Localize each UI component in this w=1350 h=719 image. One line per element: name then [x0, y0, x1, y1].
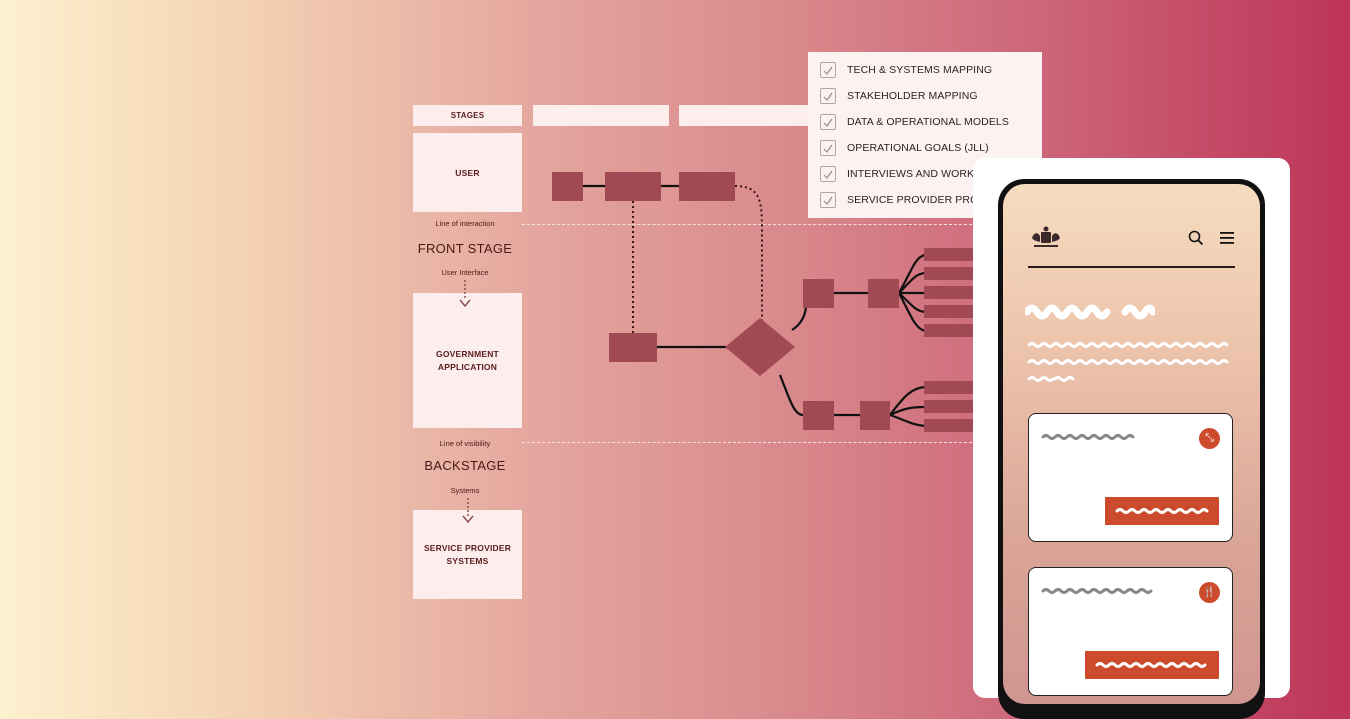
checkmark-icon[interactable] [820, 166, 836, 182]
decision-diamond [725, 318, 795, 376]
line-of-interaction-divider [522, 224, 982, 225]
flow-box [924, 324, 974, 337]
flow-box [924, 286, 974, 299]
card-action-button[interactable] [1085, 651, 1219, 679]
phone-screen: ⤡ 🍴 [1003, 184, 1260, 704]
checklist-item-label: SERVICE PROVIDER PROBLEMS [847, 194, 1015, 206]
down-arrow-icon [459, 280, 471, 308]
line-of-visibility-label: Line of visibility [439, 439, 491, 448]
checkmark-icon[interactable] [820, 192, 836, 208]
checklist-item[interactable]: TECH & SYSTEMS MAPPING [820, 61, 992, 79]
flow-box [860, 401, 890, 430]
flow-box [609, 333, 657, 362]
stages-header: STAGES [413, 105, 522, 126]
backstage-label: BACKSTAGE [424, 458, 506, 473]
utensils-icon[interactable]: 🍴 [1199, 582, 1220, 603]
redacted-button-label [1095, 662, 1207, 668]
stage-header-cell [533, 105, 669, 126]
checklist-item-label: OPERATIONAL GOALS (JLL) [847, 142, 989, 154]
checklist-item-label: DATA & OPERATIONAL MODELS [847, 116, 1009, 128]
flow-box [924, 305, 974, 318]
lane-user: USER [413, 133, 522, 212]
header-divider [1028, 266, 1235, 268]
flow-box [924, 400, 974, 413]
flow-diagram [459, 172, 974, 524]
redacted-card-title [1041, 434, 1135, 440]
flow-box [924, 419, 974, 432]
coat-of-arms-logo [1032, 226, 1060, 247]
search-icon[interactable] [1188, 230, 1204, 246]
flow-box [803, 401, 834, 430]
flow-box [605, 172, 661, 201]
hamburger-menu-icon[interactable] [1220, 232, 1234, 244]
redacted-card-title [1041, 588, 1153, 594]
flow-box [803, 279, 834, 308]
service-card[interactable]: ⤡ [1028, 413, 1233, 542]
front-stage-label: FRONT STAGE [417, 241, 513, 256]
redacted-button-label [1115, 508, 1209, 514]
checkmark-icon[interactable] [820, 140, 836, 156]
redacted-heading [1025, 304, 1155, 320]
systems-label: Systems [450, 486, 480, 495]
checklist-item-label: STAKEHOLDER MAPPING [847, 90, 978, 102]
checklist-item-label: TECH & SYSTEMS MAPPING [847, 64, 993, 76]
user-interface-label: User Interface [441, 268, 489, 277]
redacted-paragraph [1027, 342, 1229, 382]
flow-box [924, 381, 974, 394]
checklist-item[interactable]: DATA & OPERATIONAL MODELS [820, 113, 1009, 131]
line-of-interaction-label: Line of interaction [435, 219, 495, 228]
checklist-item[interactable]: OPERATIONAL GOALS (JLL) [820, 139, 989, 157]
checklist-item[interactable]: SERVICE PROVIDER PROBLEMS [820, 191, 1014, 209]
checkmark-icon[interactable] [820, 114, 836, 130]
flow-box [552, 172, 583, 201]
flow-box [924, 248, 974, 261]
lane-government-application: GOVERNMENT APPLICATION [413, 293, 522, 428]
lane-service-provider-systems: SERVICE PROVIDER SYSTEMS [413, 510, 522, 599]
stage-header-cell [679, 105, 815, 126]
checklist-item-label: INTERVIEWS AND WORKSHOPS [847, 168, 1012, 180]
flow-box [868, 279, 899, 308]
flow-box [679, 172, 735, 201]
line-of-visibility-divider [522, 442, 982, 443]
checkmark-icon[interactable] [820, 62, 836, 78]
down-arrow-icon [462, 498, 474, 524]
service-card[interactable]: 🍴 [1028, 567, 1233, 696]
checklist-item[interactable]: INTERVIEWS AND WORKSHOPS [820, 165, 1011, 183]
checklist-item[interactable]: STAKEHOLDER MAPPING [820, 87, 978, 105]
expand-icon[interactable]: ⤡ [1199, 428, 1220, 449]
checkmark-icon[interactable] [820, 88, 836, 104]
flow-box [924, 267, 974, 280]
card-action-button[interactable] [1105, 497, 1219, 525]
